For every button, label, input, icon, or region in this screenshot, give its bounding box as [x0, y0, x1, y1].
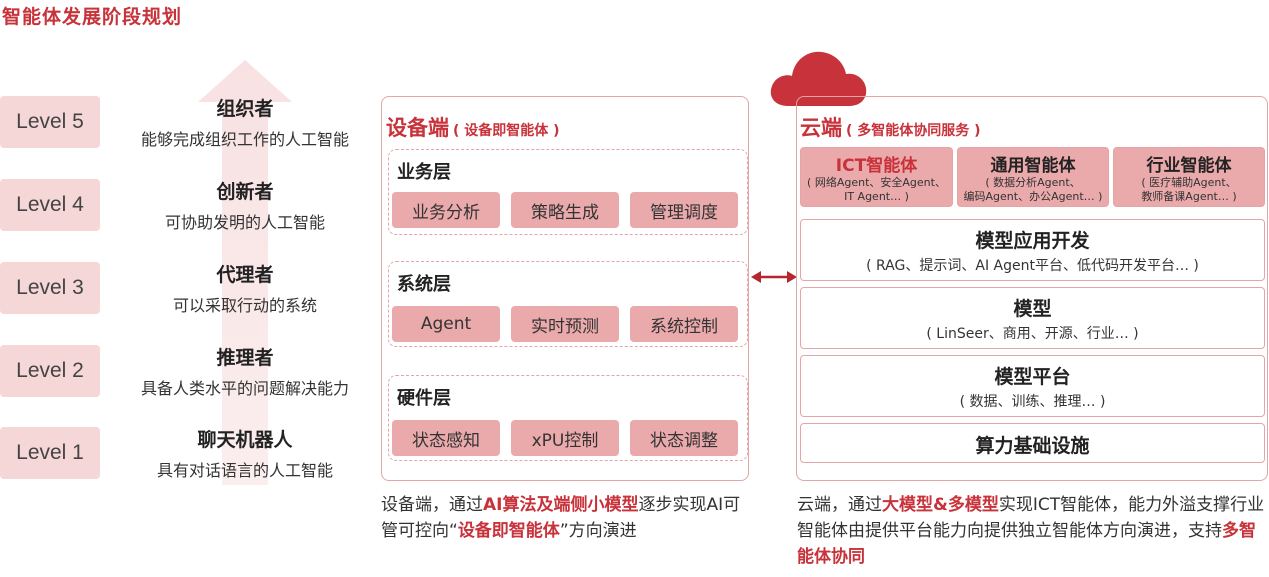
level-badge: Level 4: [0, 179, 100, 231]
level-desc: 能够完成组织工作的人工智能: [140, 130, 349, 149]
agent-card-line: IT Agent… ): [844, 190, 909, 203]
chip-system-control: 系统控制: [630, 306, 738, 342]
level-badge: Level 1: [0, 427, 100, 479]
agent-card-line: ( 网络Agent、安全Agent、: [807, 176, 946, 189]
chip-state-sensing: 状态感知: [392, 420, 500, 456]
agent-card-line: ( 医疗辅助Agent、: [1141, 176, 1237, 189]
cloud-title-text: 云端: [800, 116, 842, 140]
chip-xpu-control: xPU控制: [511, 420, 619, 456]
note-highlight: 多智能体协同: [797, 521, 1256, 567]
box-subtitle: ( RAG、提示词、AI Agent平台、低代码开发平台… ): [866, 258, 1199, 274]
agent-card-title: 通用智能体: [990, 156, 1076, 176]
level-desc: 具有对话语言的人工智能: [156, 461, 333, 480]
cloud-note: 云端，通过大模型&多模型实现ICT智能体，能力外溢支撑行业智能体由提供平台能力向…: [797, 492, 1267, 570]
agent-card-industry: 行业智能体 ( 医疗辅助Agent、 教师备课Agent… ): [1113, 147, 1265, 207]
level-badge: Level 2: [0, 345, 100, 397]
note-highlight: AI算法及端侧小模型: [483, 495, 639, 515]
level-name: 推理者: [216, 347, 274, 369]
box-title: 模型应用开发: [975, 230, 1090, 252]
box-title: 模型平台: [994, 366, 1071, 388]
device-panel: [381, 96, 749, 481]
box-compute-infra: 算力基础设施: [800, 423, 1265, 463]
box-subtitle: ( LinSeer、商用、开源、行业… ): [926, 326, 1139, 342]
layer-label: 业务层: [397, 162, 451, 183]
level-badge: Level 5: [0, 96, 100, 148]
level-name: 组织者: [216, 98, 274, 120]
level-desc: 可以采取行动的系统: [172, 296, 317, 315]
chip-state-adjust: 状态调整: [630, 420, 738, 456]
level-desc: 具备人类水平的问题解决能力: [140, 379, 349, 398]
level-desc: 可协助发明的人工智能: [164, 213, 325, 232]
device-title-text: 设备端: [386, 116, 449, 140]
note-highlight: 设备即智能体: [457, 521, 560, 541]
agent-card-title: 行业智能体: [1146, 156, 1232, 176]
note-text: 设备端，通过: [381, 495, 483, 515]
agent-card-line: 编码Agent、办公Agent… ): [963, 190, 1103, 203]
agent-card-title: ICT智能体: [835, 156, 918, 176]
layer-label: 系统层: [397, 274, 451, 295]
agent-card-line: ( 数据分析Agent、: [985, 176, 1081, 189]
cloud-icon: [770, 51, 867, 106]
chip-scheduling: 管理调度: [630, 192, 738, 228]
agent-card-ict: ICT智能体 ( 网络Agent、安全Agent、 IT Agent… ): [800, 147, 953, 207]
box-model: 模型 ( LinSeer、商用、开源、行业… ): [800, 287, 1265, 349]
double-arrow-icon: [751, 271, 797, 283]
box-subtitle: ( 数据、训练、推理… ): [959, 394, 1106, 410]
level-name: 代理者: [216, 264, 274, 286]
note-text: 云端，通过: [797, 495, 882, 515]
cloud-panel: [796, 96, 1268, 481]
chip-business-analysis: 业务分析: [392, 192, 500, 228]
agent-card-general: 通用智能体 ( 数据分析Agent、 编码Agent、办公Agent… ): [957, 147, 1109, 207]
level-name: 创新者: [216, 181, 274, 203]
hardware-layer: 硬件层 状态感知 xPU控制 状态调整: [388, 375, 748, 461]
note-text: 实现ICT智能体，能力外溢支撑行业智能体由提供平台能力向提供独立智能体方向演进，…: [797, 495, 1265, 541]
note-text: ”方向演进: [559, 521, 637, 541]
chip-strategy: 策略生成: [511, 192, 619, 228]
level-badge: Level 3: [0, 262, 100, 314]
cloud-title: 云端( 多智能体协同服务 ): [800, 112, 981, 142]
box-model-platform: 模型平台 ( 数据、训练、推理… ): [800, 355, 1265, 417]
cloud-subtitle: ( 多智能体协同服务 ): [846, 123, 981, 139]
box-title: 算力基础设施: [975, 435, 1090, 457]
system-layer: 系统层 Agent 实时预测 系统控制: [388, 261, 748, 347]
device-title: 设备端( 设备即智能体 ): [386, 112, 560, 142]
level-name: 聊天机器人: [197, 429, 293, 451]
layer-label: 硬件层: [397, 388, 451, 409]
note-highlight: 大模型&多模型: [882, 495, 999, 515]
box-title: 模型: [1013, 298, 1052, 320]
chip-prediction: 实时预测: [511, 306, 619, 342]
chip-agent: Agent: [392, 306, 500, 342]
page-title: 智能体发展阶段规划: [2, 6, 183, 28]
device-subtitle: ( 设备即智能体 ): [453, 123, 560, 139]
agent-card-line: 教师备课Agent… ): [1141, 190, 1237, 203]
note-text: 逐步实现AI可管可控向“: [381, 495, 741, 541]
progress-arrow-icon: [198, 60, 292, 485]
business-layer: 业务层 业务分析 策略生成 管理调度: [388, 149, 748, 235]
box-model-app-dev: 模型应用开发 ( RAG、提示词、AI Agent平台、低代码开发平台… ): [800, 219, 1265, 281]
device-note: 设备端，通过AI算法及端侧小模型逐步实现AI可管可控向“设备即智能体”方向演进: [381, 492, 753, 544]
